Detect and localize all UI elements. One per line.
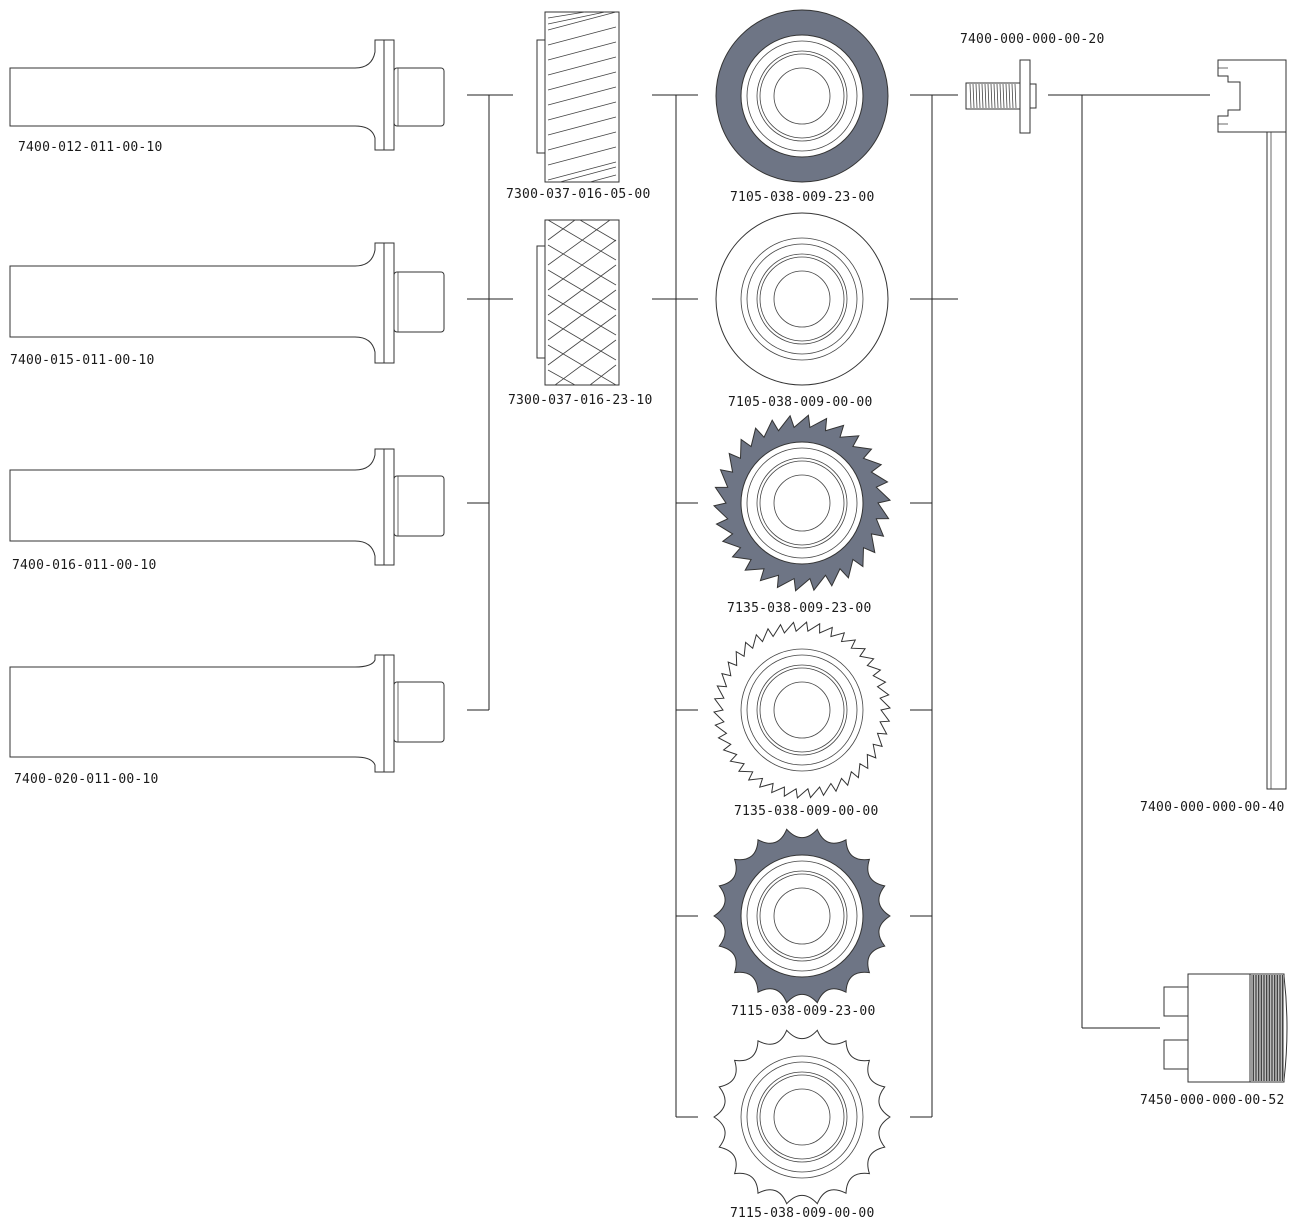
- wheel-scallop-label: 7115-038-009-00-00: [730, 1206, 874, 1221]
- shank-3-label: 7400-016-011-00-10: [12, 558, 156, 573]
- knurl-roll-diagonal: [536, 11, 620, 183]
- shank-bracket: [467, 94, 513, 711]
- wheel-scallop-coated-label: 7115-038-009-23-00: [731, 1004, 875, 1019]
- holder-bar: [1217, 59, 1287, 790]
- wheel-plain: [715, 212, 889, 386]
- wheel-left-bracket: [675, 94, 698, 1118]
- axle-bolt: [965, 59, 1037, 134]
- shank-2-label: 7400-015-011-00-10: [10, 353, 154, 368]
- shank-1-label: 7400-012-011-00-10: [18, 140, 162, 155]
- wheel-right-bracket: [910, 94, 958, 1118]
- wheel-plain-coated-label: 7105-038-009-23-00: [730, 190, 874, 205]
- wheel-scallop-coated: [713, 828, 891, 1004]
- wheel-plain-coated: [715, 9, 889, 183]
- wheel-saw-coated-label: 7135-038-009-23-00: [727, 601, 871, 616]
- wheel-saw-label: 7135-038-009-00-00: [734, 804, 878, 819]
- holder-bar-label: 7400-000-000-00-40: [1140, 800, 1284, 815]
- adapter-nut: [1163, 973, 1288, 1083]
- bolt-connectors: [1048, 94, 1210, 1029]
- knurl-roll-diagonal-label: 7300-037-016-05-00: [506, 187, 650, 202]
- shank-2: [9, 242, 445, 364]
- shank-4-label: 7400-020-011-00-10: [14, 772, 158, 787]
- wheel-plain-label: 7105-038-009-00-00: [728, 395, 872, 410]
- knurl-roll-diamond: [536, 219, 620, 386]
- wheel-saw-coated: [712, 414, 892, 592]
- axle-bolt-label: 7400-000-000-00-20: [960, 32, 1104, 47]
- shank-3: [9, 448, 445, 566]
- adapter-nut-label: 7450-000-000-00-52: [1140, 1093, 1284, 1108]
- knurl-roll-diamond-label: 7300-037-016-23-10: [508, 393, 652, 408]
- shank-1: [9, 39, 445, 151]
- shank-4: [9, 654, 445, 773]
- wheel-scallop: [713, 1029, 891, 1205]
- wheel-saw: [712, 621, 892, 799]
